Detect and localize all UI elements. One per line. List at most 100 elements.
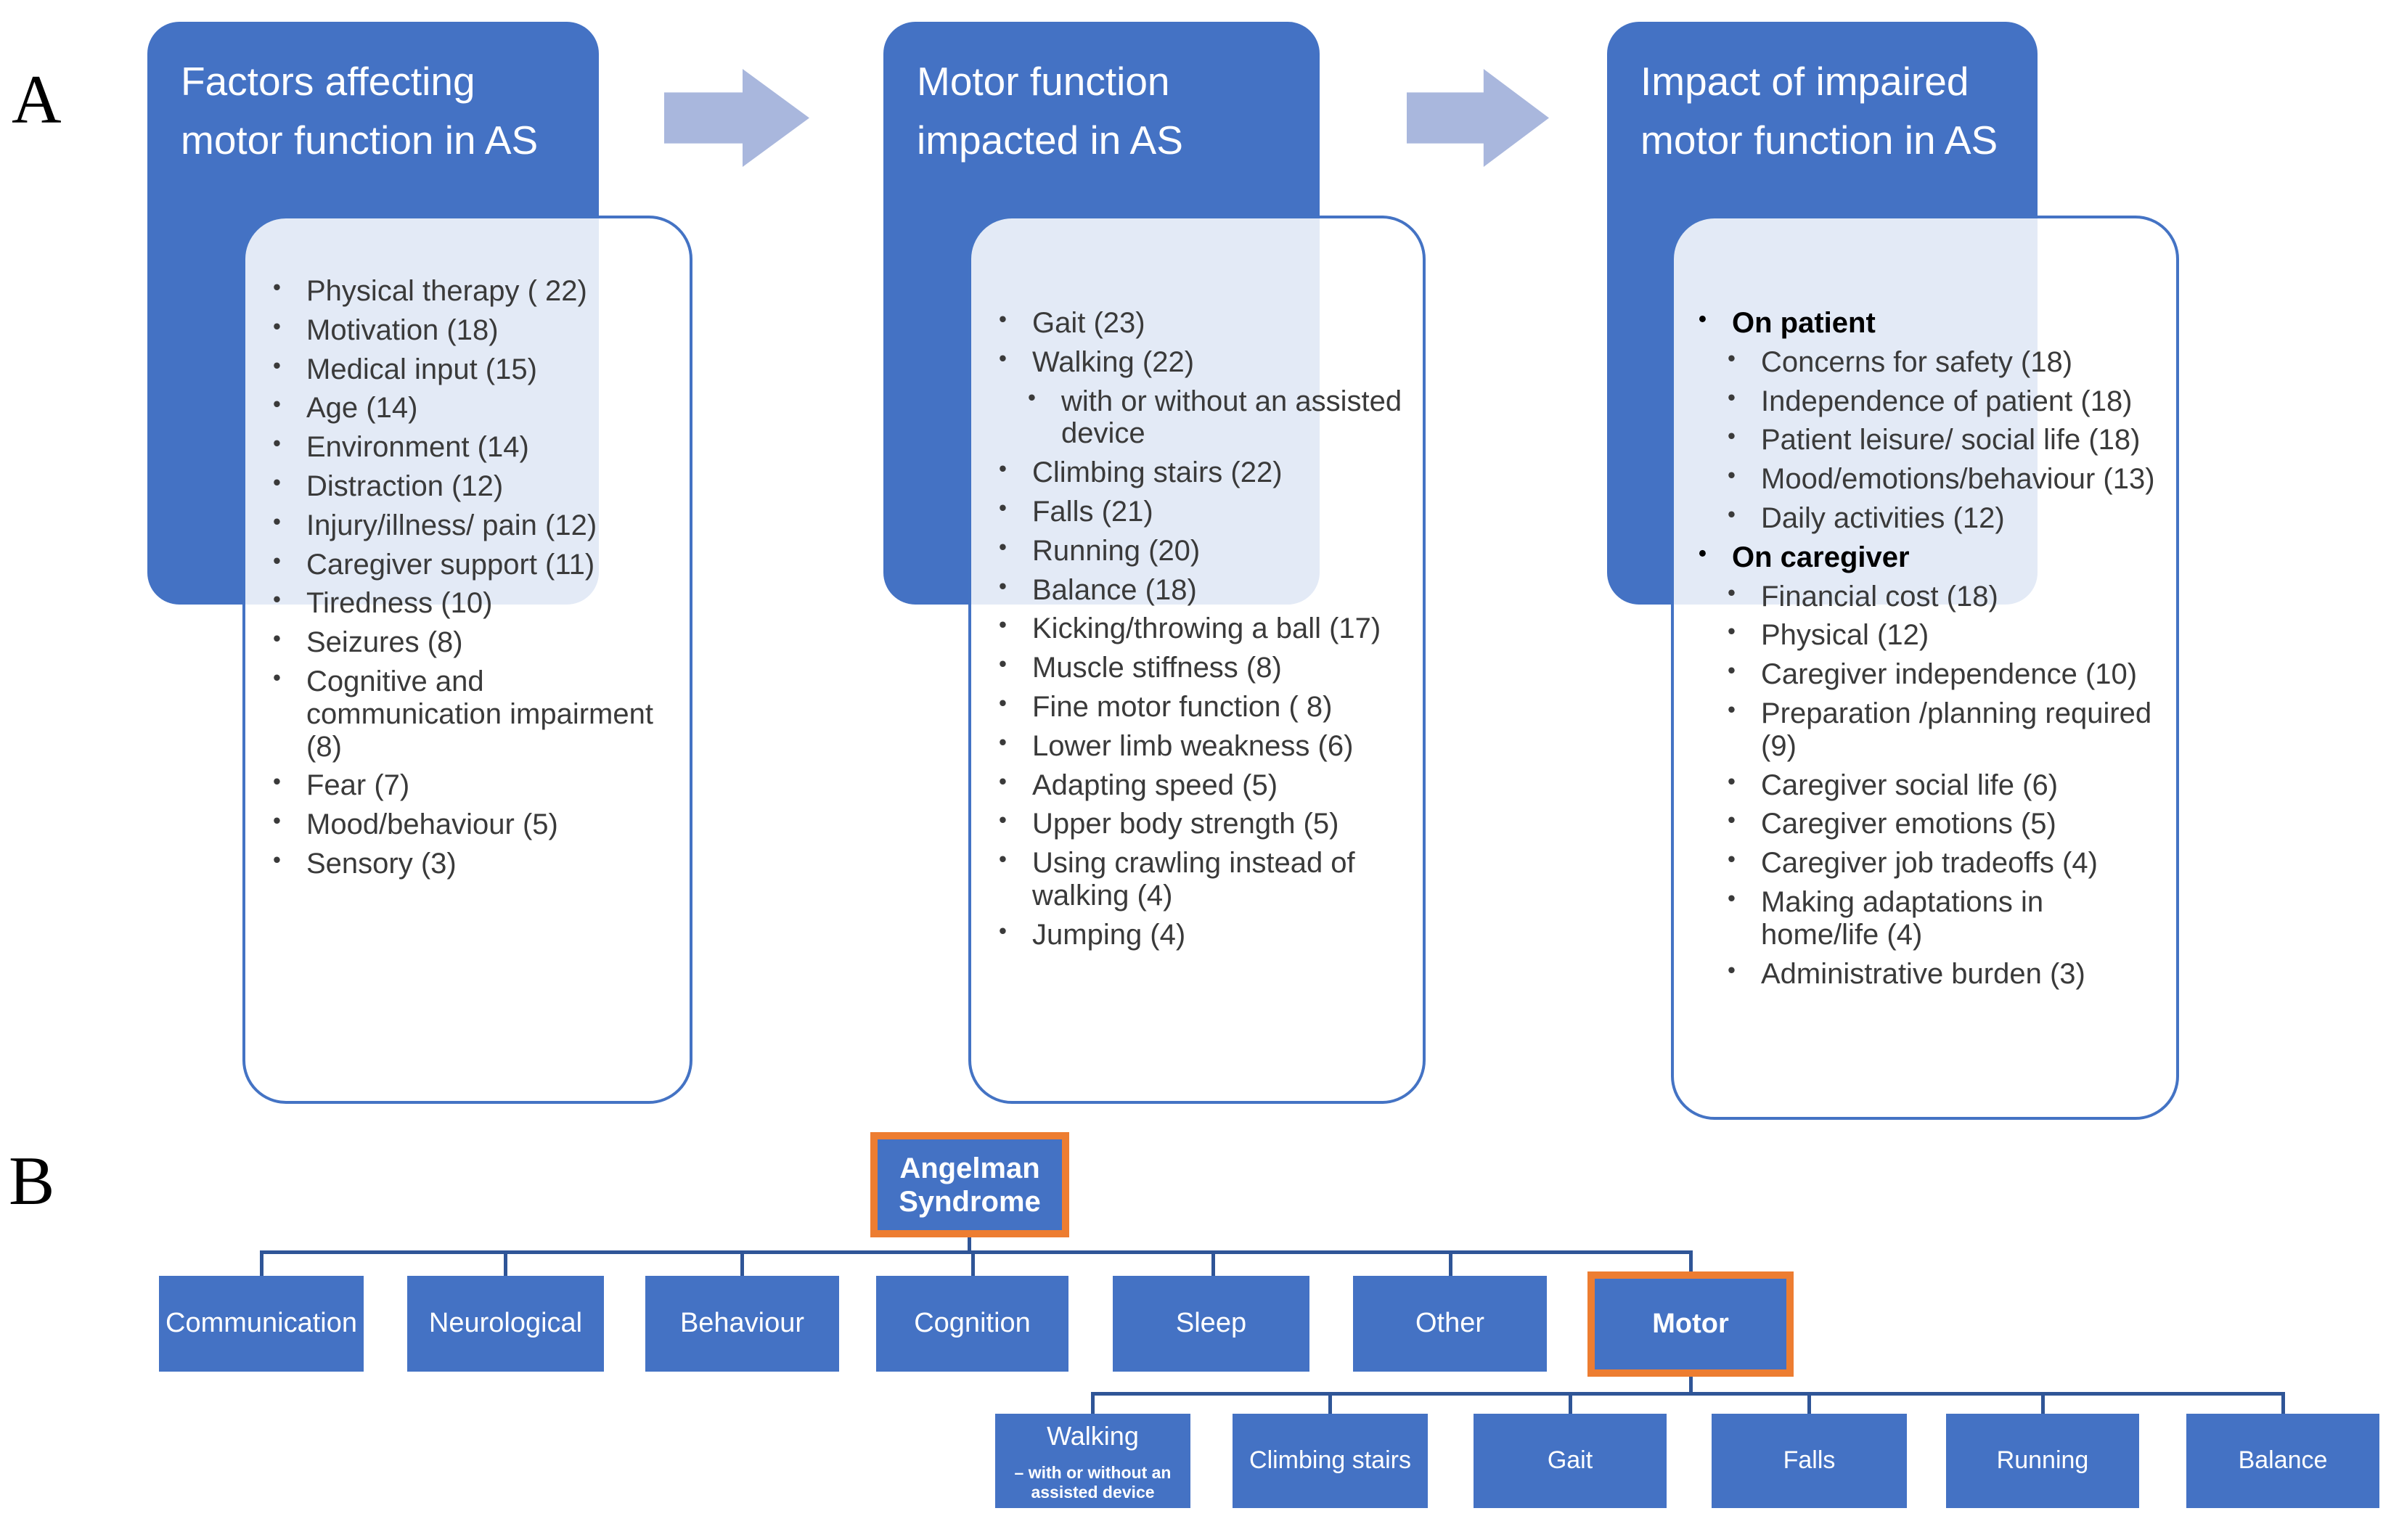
bullet-icon: • [999, 846, 1007, 872]
list-item: •Physical (12) [1728, 618, 2156, 652]
list-item-text: Daily activities (12) [1761, 501, 2005, 534]
node-communication: Communication [159, 1276, 364, 1372]
list-item: • with or without an assisted device [1028, 385, 1413, 451]
list-item: • Climbing stairs (22) [999, 456, 1413, 489]
list-item: •Tiredness (10) [273, 586, 655, 620]
bullet-icon: • [273, 352, 281, 378]
list-item: • Fine motor function ( 8) [999, 689, 1413, 724]
list-item-text: Jumping (4) [1032, 918, 1186, 951]
bullet-icon: • [273, 391, 281, 417]
list-item-text: with or without an assisted device [1061, 385, 1402, 450]
bullet-icon: • [999, 306, 1007, 332]
bullet-icon: • [999, 651, 1007, 677]
list-item-text: Caregiver independence (10) [1761, 658, 2138, 691]
list-item-text: Fine motor function ( 8) [1032, 690, 1333, 723]
bullet-icon: • [999, 533, 1007, 560]
bullet-icon: • [273, 586, 281, 613]
bullet-icon: • [273, 664, 281, 690]
factors-list: •Physical therapy ( 22) •Motivation (18) •… [245, 218, 690, 894]
list-item-text: Sensory (3) [306, 847, 457, 880]
list-item-text: Walking (22) [1032, 345, 1195, 378]
connector-stub-running [2041, 1392, 2045, 1415]
list-item: •Financial cost (18) [1728, 579, 2156, 613]
bullet-icon: • [273, 274, 281, 300]
list-item-text: Climbing stairs (22) [1032, 456, 1283, 489]
impact-list: •On patient•Concerns for safety (18)•Ind… [1674, 218, 2176, 1004]
node-motor: Motor [1587, 1271, 1794, 1377]
list-item: •Seizures (8) [273, 626, 655, 659]
list-box-impact: •On patient•Concerns for safety (18)•Ind… [1671, 216, 2179, 1120]
list-item: •Concerns for safety (18) [1728, 345, 2156, 379]
list-item: •Caregiver emotions (5) [1728, 807, 2156, 840]
bullet-icon: • [1728, 423, 1736, 449]
list-box-factors: •Physical therapy ( 22) •Motivation (18) •… [242, 216, 692, 1104]
bullet-icon: • [1728, 579, 1736, 605]
node-walking-note: – with or without an assisted device [1014, 1462, 1172, 1502]
list-item-text: Kicking/throwing a ball (17) [1032, 613, 1381, 645]
list-item: •Sensory (3) [273, 847, 655, 880]
connector-motor-down [1689, 1377, 1693, 1393]
list-item-text: Caregiver emotions (5) [1761, 808, 2056, 840]
list-item: •Caregiver support (11) [273, 548, 655, 581]
list-item: •Fear (7) [273, 769, 655, 802]
list-item: • Preparation /planning required (9) [1728, 697, 2156, 763]
list-item: •Motivation (18) [273, 314, 655, 347]
list-item: •Gait (23) [999, 306, 1413, 340]
list-item-text: Running (20) [1032, 534, 1201, 567]
bullet-icon: • [999, 494, 1007, 520]
connector-stub-walking [1091, 1392, 1095, 1415]
bullet-icon: • [1699, 540, 1707, 566]
connector-level2-horizontal [1091, 1392, 2284, 1396]
bullet-icon: • [999, 345, 1007, 371]
list-item: •Lower limb weakness (6) [999, 729, 1413, 763]
list-item-text: Age (14) [306, 392, 418, 425]
list-item-text: Seizures (8) [306, 626, 463, 659]
connector-level1-horizontal [261, 1250, 1693, 1254]
list-item-text: Preparation /planning required (9) [1761, 697, 2152, 762]
node-walking-label: Walking [1047, 1421, 1139, 1451]
list-item: • Falls (21) [999, 494, 1413, 528]
list-item-text: Falls (21) [1032, 495, 1153, 528]
list-item: • Patient leisure/ social life (18) [1728, 423, 2156, 456]
list-item-text: Environment (14) [306, 431, 529, 464]
list-item-text: On patient [1732, 307, 1876, 339]
list-item: •Upper body strength (5) [999, 807, 1413, 840]
list-item: • Running (20) [999, 533, 1413, 568]
node-cognition: Cognition [876, 1276, 1068, 1372]
panel-b-label: B [9, 1142, 55, 1219]
node-neurological: Neurological [407, 1276, 604, 1372]
bullet-icon: • [1728, 768, 1736, 794]
list-item-text: Patient leisure/ social life (18) [1761, 424, 2141, 456]
node-climbing-stairs: Climbing stairs [1233, 1414, 1428, 1508]
list-item-text: Caregiver job tradeoffs (4) [1761, 847, 2098, 880]
list-item-text: Balance (18) [1032, 573, 1197, 606]
motor-function-list: •Gait (23)•Walking (22)•with or without … [971, 218, 1423, 965]
list-item-text: Using crawling instead of walking (4) [1032, 847, 1355, 912]
connector-stub-sleep [1211, 1250, 1215, 1277]
bullet-icon: • [1028, 384, 1036, 410]
list-item: •Administrative burden (3) [1728, 957, 2156, 991]
node-gait: Gait [1474, 1414, 1667, 1508]
bullet-icon: • [273, 808, 281, 834]
list-item: •Cognitive and communication impairment … [273, 665, 655, 763]
bullet-icon: • [999, 689, 1007, 716]
list-item-text: Caregiver social life (6) [1761, 769, 2059, 801]
node-angelman-syndrome: Angelman Syndrome [870, 1132, 1069, 1237]
connector-stub-behaviour [740, 1250, 744, 1277]
list-item: • Using crawling instead of walking (4) [999, 846, 1413, 912]
connector-stub-climbing-stairs [1328, 1392, 1332, 1415]
list-item: •Jumping (4) [999, 918, 1413, 951]
connector-stub-other [1449, 1250, 1452, 1277]
list-item: •Physical therapy ( 22) [273, 274, 655, 308]
list-item: •Medical input (15) [273, 353, 655, 386]
list-item-text: Adapting speed (5) [1032, 769, 1278, 801]
connector-root-stub [968, 1237, 971, 1253]
list-item-text: Injury/illness/ pain (12) [306, 509, 597, 541]
list-item: •Distraction (12) [273, 470, 655, 503]
node-other: Other [1353, 1276, 1547, 1372]
list-item: •Kicking/throwing a ball (17) [999, 612, 1413, 645]
list-item-text: Concerns for safety (18) [1761, 345, 2073, 378]
right-arrow-icon [664, 69, 809, 167]
bullet-icon: • [999, 456, 1007, 482]
bullet-icon: • [1728, 696, 1736, 722]
